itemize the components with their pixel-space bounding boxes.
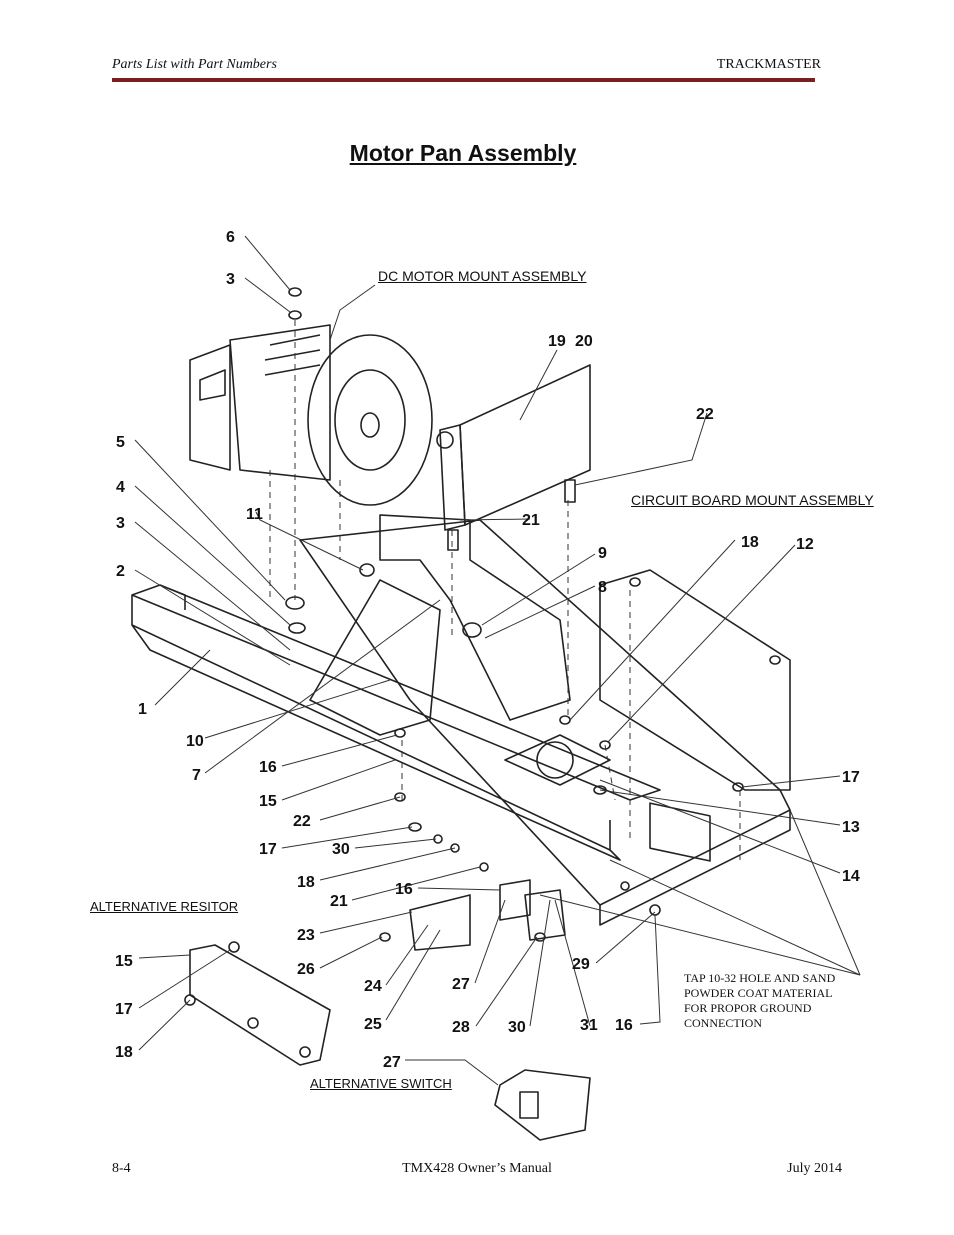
header-brand: TRACKMASTER bbox=[716, 57, 821, 72]
label-27: 27 bbox=[452, 976, 470, 993]
center-bracket bbox=[379, 514, 571, 721]
label-17b: 17 bbox=[259, 841, 277, 858]
motor-body bbox=[229, 324, 331, 481]
circuit-board bbox=[459, 364, 591, 526]
label-17: 17 bbox=[842, 769, 860, 786]
note-line: FOR PROPOR GROUND bbox=[684, 1001, 812, 1015]
label-29: 29 bbox=[572, 956, 590, 973]
label-26: 26 bbox=[297, 961, 315, 978]
label-9: 9 bbox=[598, 545, 607, 562]
label-18c: 18 bbox=[115, 1044, 133, 1061]
callout-dc-motor: DC MOTOR MOUNT ASSEMBLY bbox=[378, 268, 587, 284]
label-27b: 27 bbox=[383, 1054, 401, 1071]
page-title: Motor Pan Assembly bbox=[349, 140, 577, 166]
circuit-board-mount bbox=[599, 569, 791, 791]
footer-page-number: 8-4 bbox=[112, 1161, 131, 1176]
header-rule bbox=[112, 78, 815, 82]
label-5: 5 bbox=[116, 434, 125, 451]
motor-mount-plate bbox=[189, 344, 231, 471]
note-line: TAP 10-32 HOLE AND SAND bbox=[684, 971, 836, 985]
label-18: 18 bbox=[741, 534, 759, 551]
header-section-title: Parts List with Part Numbers bbox=[112, 57, 277, 72]
label-3b: 3 bbox=[116, 515, 125, 532]
label-17c: 17 bbox=[115, 1001, 133, 1018]
label-6: 6 bbox=[226, 229, 235, 246]
motor-flywheel bbox=[307, 334, 433, 506]
label-16c: 16 bbox=[615, 1017, 633, 1034]
label-30b: 30 bbox=[508, 1019, 526, 1036]
label-8: 8 bbox=[598, 579, 607, 596]
label-28: 28 bbox=[452, 1019, 470, 1036]
label-24: 24 bbox=[364, 978, 382, 995]
footer-manual-title: TMX428 Owner’s Manual bbox=[402, 1161, 552, 1176]
alt-switch bbox=[494, 1069, 591, 1141]
cooling-fan bbox=[504, 734, 611, 786]
label-21: 21 bbox=[522, 512, 540, 529]
footer-date: July 2014 bbox=[787, 1161, 842, 1176]
label-22: 22 bbox=[696, 406, 714, 423]
label-2: 2 bbox=[116, 563, 125, 580]
label-19: 19 bbox=[548, 333, 566, 350]
label-4: 4 bbox=[116, 479, 125, 496]
label-13: 13 bbox=[842, 819, 860, 836]
label-31: 31 bbox=[580, 1017, 598, 1034]
label-18b: 18 bbox=[297, 874, 315, 891]
callout-alt-resistor: ALTERNATIVE RESITOR bbox=[90, 899, 239, 914]
label-22b: 22 bbox=[293, 813, 311, 830]
label-1: 1 bbox=[138, 701, 147, 718]
label-30: 30 bbox=[332, 841, 350, 858]
label-16: 16 bbox=[259, 759, 277, 776]
label-7: 7 bbox=[192, 767, 201, 784]
switch-bracket bbox=[409, 894, 471, 951]
label-3: 3 bbox=[226, 271, 235, 288]
label-25: 25 bbox=[364, 1016, 382, 1033]
label-12: 12 bbox=[796, 536, 814, 553]
callout-circuit-board: CIRCUIT BOARD MOUNT ASSEMBLY bbox=[631, 492, 874, 508]
label-11: 11 bbox=[246, 506, 263, 523]
motor-pan-plate bbox=[299, 519, 791, 906]
left-bracket bbox=[309, 579, 441, 736]
label-15b: 15 bbox=[115, 953, 133, 970]
label-16b: 16 bbox=[395, 881, 413, 898]
callout-alt-switch: ALTERNATIVE SWITCH bbox=[310, 1076, 452, 1091]
note-line: CONNECTION bbox=[684, 1016, 762, 1030]
note-line: POWDER COAT MATERIAL bbox=[684, 986, 833, 1000]
label-15: 15 bbox=[259, 793, 277, 810]
base-frame bbox=[131, 584, 661, 851]
label-21b: 21 bbox=[330, 893, 348, 910]
switch-rocker bbox=[499, 879, 531, 921]
ground-connection-note: TAP 10-32 HOLE AND SAND POWDER COAT MATE… bbox=[684, 971, 884, 1031]
label-23: 23 bbox=[297, 927, 315, 944]
label-14: 14 bbox=[842, 868, 860, 885]
label-20: 20 bbox=[575, 333, 593, 350]
label-10: 10 bbox=[186, 733, 204, 750]
